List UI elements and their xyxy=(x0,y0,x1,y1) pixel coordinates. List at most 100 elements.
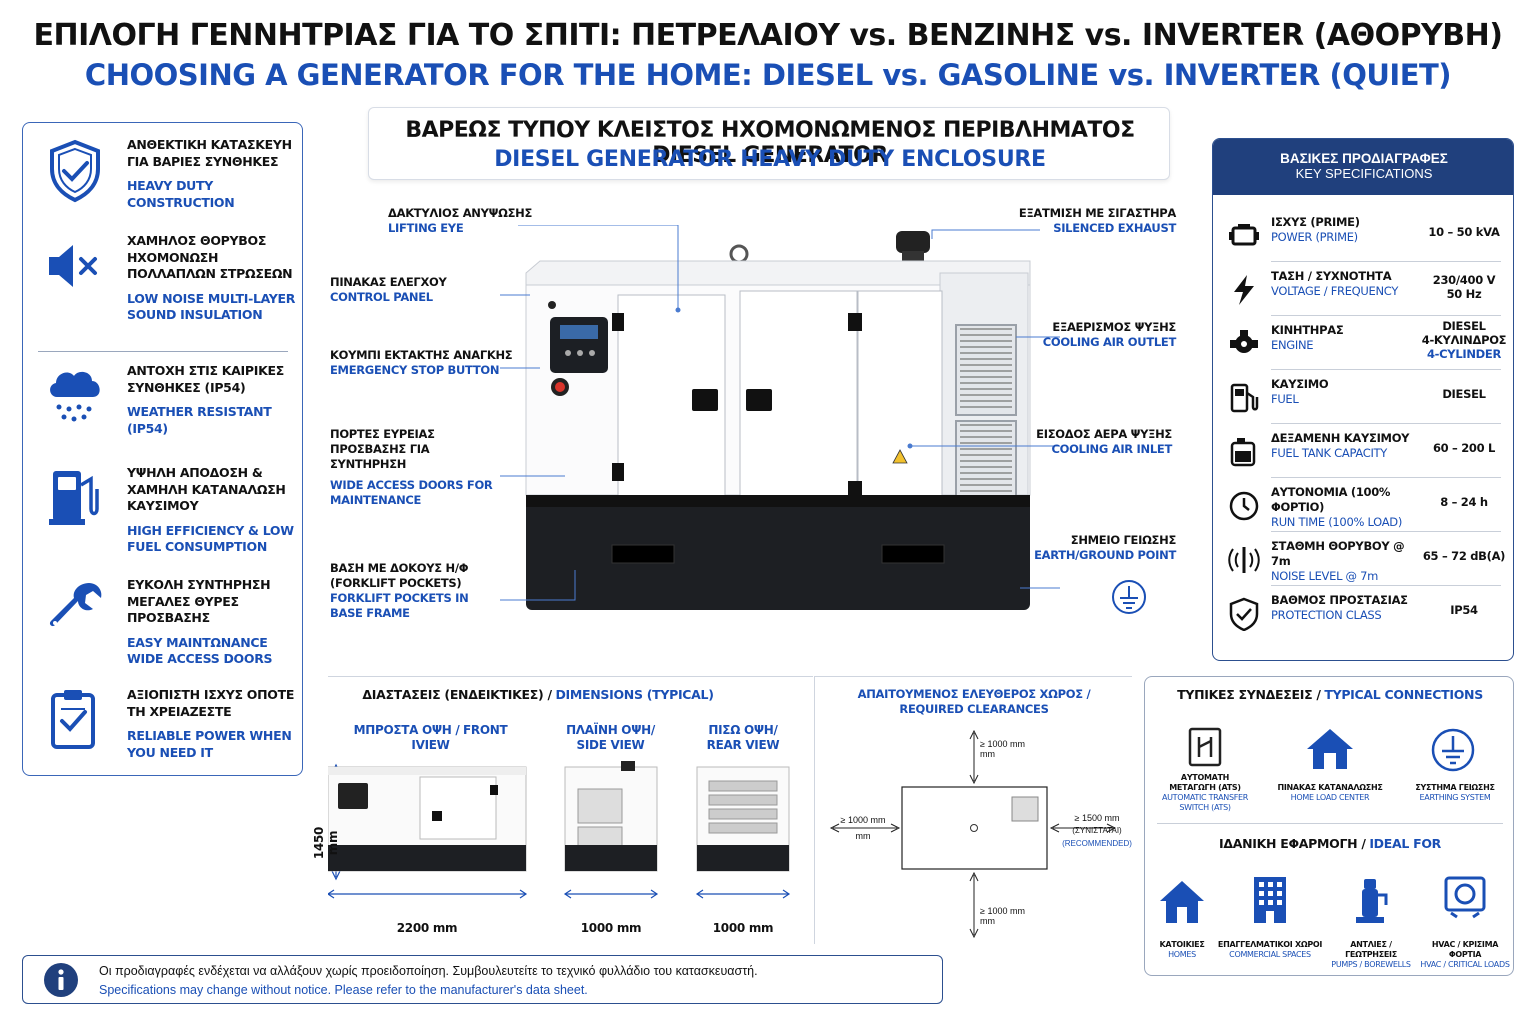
feature-label-gr: ΧΑΜΗΛΟΣ ΘΟΡΥΒΟΣ ΗΧΟΜΟΝΩΣΗ ΠΟΛΛΑΠΛΩΝ ΣΤΡΩ… xyxy=(127,233,293,281)
feature-label-en: HEAVY DUTY CONSTRUCTION xyxy=(127,178,235,210)
fuel-tank-icon xyxy=(1227,435,1261,469)
speaker-mute-icon xyxy=(45,235,105,299)
clearance-title-en: REQUIRED CLEARANCES xyxy=(899,702,1049,716)
feature-label-gr: ΕΥΚΟΛΗ ΣΥΝΤΗΡΗΣΗ ΜΕΓΑΛΕΣ ΘΥΡΕΣ ΠΡΟΣΒΑΣΗΣ xyxy=(127,577,271,625)
callout-en: SILENCED EXHAUST xyxy=(1053,221,1176,235)
callout-en: FORKLIFT POCKETS IN BASE FRAME xyxy=(330,591,469,620)
info-icon xyxy=(44,963,78,997)
front-width-label: 2200 mm xyxy=(396,921,458,935)
building-icon xyxy=(1254,877,1286,923)
generator-title-en: DIESEL GENERATOR HEAVY DUTY ENCLOSURE xyxy=(494,147,1046,172)
spec-label-gr: ΚΑΥΣΙΜΟ xyxy=(1271,377,1329,391)
clearance-left-sub: mm xyxy=(855,831,871,841)
rear-width-label: 1000 mm xyxy=(712,921,774,935)
dimensions-panel: ΔΙΑΣΤΑΣΕΙΣ (ΕΝΔΕΙΚΤΙΚΕΣ) / DIMENSIONS (T… xyxy=(312,676,813,944)
spec-value: 10 – 50 kVA xyxy=(1409,225,1513,239)
divider xyxy=(1271,315,1501,316)
divider xyxy=(1271,261,1501,262)
page-subtitle: CHOOSING A GENERATOR FOR THE HOME: DIESE… xyxy=(84,58,1452,92)
house-icon xyxy=(1160,881,1204,923)
front-view-label: ΜΠΡΟΣΤΑ ΟΨΗ / FRONT IVIEW xyxy=(328,723,533,753)
wrench-icon xyxy=(45,577,105,641)
earth-ground-icon xyxy=(1112,580,1146,614)
clearance-bottom-sub: mm xyxy=(980,916,995,926)
disclaimer-footer: Οι προδιαγραφές ενδέχεται να αλλάξουν χω… xyxy=(22,955,943,1004)
spec-value-line: IP54 xyxy=(1450,603,1478,617)
spec-value-line: 10 – 50 kVA xyxy=(1428,225,1500,239)
clearance-diagram xyxy=(829,729,1117,939)
callout-doors: ΠΟΡΤΕΣ ΕΥΡΕΙΑΣ ΠΡΟΣΒΑΣΗΣ ΓΙΑ ΣΥΝΤΗΡΗΣΗ W… xyxy=(330,427,500,508)
lightning-icon xyxy=(1227,273,1261,307)
ideal-label-en: HVAC / CRITICAL LOADS xyxy=(1420,960,1510,969)
spec-label-gr: ΙΣΧΥΣ (PRIME) xyxy=(1271,215,1360,229)
feature-label-gr: ΥΨΗΛΗ ΑΠΟΔΟΣΗ & ΧΑΜΗΛΗ ΚΑΤΑΝΑΛΩΣΗ ΚΑΥΣΙΜ… xyxy=(127,465,286,513)
clearance-panel: ΑΠΑΙΤΟΥΜΕΝΟΣ ΕΛΕΥΘΕΡΟΣ ΧΩΡΟΣ / REQUIRED … xyxy=(814,676,1132,944)
ideal-homes-label: ΚΑΤΟΙΚΙΕΣ HOMES xyxy=(1151,940,1213,960)
callout-gr: ΕΞΑΤΜΙΣΗ ΜΕ ΣΙΓΑΣΤΗΡΑ xyxy=(1018,206,1176,220)
clearance-right-value: ≥ 1500 mm xyxy=(1074,813,1120,823)
front-view-en: FRONT xyxy=(463,723,508,737)
shield-check-icon xyxy=(45,139,105,203)
connections-title: ΤΥΠΙΚΕΣ ΣΥΝΔΕΣΕΙΣ / TYPICAL CONNECTIONS xyxy=(1145,687,1515,702)
generator-illustration xyxy=(500,225,1060,610)
spec-label-en: ENGINE xyxy=(1271,338,1314,352)
side-view-en: SIDE VIEW xyxy=(576,738,645,752)
clock-icon xyxy=(1227,489,1261,523)
ideal-label-en: COMMERCIAL SPACES xyxy=(1229,950,1311,959)
spec-value: 65 – 72 dB(A) xyxy=(1409,549,1513,563)
clipboard-check-icon xyxy=(45,687,105,751)
spec-label-en: FUEL xyxy=(1271,392,1299,406)
callout-control-panel: ΠΙΝΑΚΑΣ ΕΛΕΓΧΟΥ CONTROL PANEL xyxy=(330,275,447,305)
divider xyxy=(1271,369,1501,370)
disclaimer-gr: Οι προδιαγραφές ενδέχεται να αλλάξουν χω… xyxy=(99,964,758,978)
spec-value-line: 8 – 24 h xyxy=(1440,495,1488,509)
ideal-label-gr: ΑΝΤΛΙΕΣ / ΓΕΩΤΡΗΣΕΙΣ xyxy=(1345,940,1397,959)
feature-label-en: EASY MAINTΩNANCE WIDE ACCESS DOORS xyxy=(127,634,273,667)
connection-label-gr: ΠΙΝΑΚΑΣ ΚΑΤΑΝΑΛΩΣΗΣ xyxy=(1277,783,1383,792)
spec-label: ΑΥΤΟΝΟΜΙΑ (100% ΦΟΡΤΙΟ)RUN TIME (100% LO… xyxy=(1271,485,1421,530)
callout-gr: ΔΑΚΤΥΛΙΟΣ ΑΝΥΨΩΣΗΣ xyxy=(388,206,533,220)
ideal-label-gr: ΚΑΤΟΙΚΙΕΣ xyxy=(1159,940,1205,949)
front-view-en2: IVIEW xyxy=(411,738,450,752)
feature-label-gr: ΑΞΙΟΠΙΣΤΗ ΙΣΧΥΣ ΟΠΟΤΕ ΤΗ ΧΡΕΙΑΖΕΣΤΕ xyxy=(127,687,295,719)
spec-row: ΑΥΤΟΝΟΜΙΑ (100% ΦΟΡΤΙΟ)RUN TIME (100% LO… xyxy=(1213,477,1513,531)
ideal-label-en: PUMPS / BOREWELLS xyxy=(1331,960,1411,969)
specs-title-gr: ΒΑΣΙΚΕΣ ΠΡΟΔΙΑΓΡΑΦΕΣ xyxy=(1280,151,1448,166)
side-width-label: 1000 mm xyxy=(580,921,642,935)
feature-label-gr: ΑΝΤΟΧΗ ΣΤΙΣ ΚΑΙΡΙΚΕΣ ΣΥΝΘΗΚΕΣ (IP54) xyxy=(127,363,284,395)
ats-switch-icon xyxy=(1188,727,1222,767)
generator-title-gr: ΒΑΡΕΩΣ ΤΥΠΟΥ ΚΛΕΙΣΤΟΣ ΗΧΟΜΟΝΩΜΕΝΟΣ ΠΕΡΙΒ… xyxy=(405,118,1135,168)
spec-label-en: RUN TIME (100% LOAD) xyxy=(1271,515,1403,529)
callout-lifting-eye: ΔΑΚΤΥΛΙΟΣ ΑΝΥΨΩΣΗΣ LIFTING EYE xyxy=(388,206,532,236)
callout-en: EARTH/GROUND POINT xyxy=(1034,548,1176,562)
dimensions-title-gr: ΔΙΑΣΤΑΣΕΙΣ (ΕΝΔΕΙΚΤΙΚΕΣ) / xyxy=(362,687,552,702)
ideal-title: ΙΔΑΝΙΚΗ ΕΦΑΡΜΟΓΗ / IDEAL FOR xyxy=(1145,836,1515,851)
connection-label-gr: ΣΥΣΤΗΜΑ ΓΕΙΩΣΗΣ xyxy=(1415,783,1495,792)
spec-label-gr: ΑΥΤΟΝΟΜΙΑ (100% ΦΟΡΤΙΟ) xyxy=(1271,485,1391,514)
divider xyxy=(1271,531,1501,532)
connection-home-label: ΠΙΝΑΚΑΣ ΚΑΤΑΝΑΛΩΣΗΣ HOME LOAD CENTER xyxy=(1273,783,1387,803)
spec-value-line: 50 Hz xyxy=(1446,287,1482,301)
callout-gr: ΕΙΣΟΔΟΣ ΑΕΡΑ ΨΥΞΗΣ xyxy=(1036,427,1172,441)
spec-value: 60 – 200 L xyxy=(1409,441,1513,455)
callout-exhaust: ΕΞΑΤΜΙΣΗ ΜΕ ΣΙΓΑΣΤΗΡΑ SILENCED EXHAUST xyxy=(996,206,1176,236)
callout-air-outlet: ΕΞΑΕΡΙΣΜΟΣ ΨΥΞΗΣ COOLING AIR OUTLET xyxy=(996,320,1177,350)
callout-gr: ΒΑΣΗ ΜΕ ΔΟΚΟΥΣ Η/Φ (FORKLIFT POCKETS) xyxy=(330,561,469,590)
spec-label-gr: ΚΙΝΗΤΗΡΑΣ xyxy=(1271,323,1344,337)
spec-label-en: NOISE LEVEL @ 7m xyxy=(1271,569,1379,583)
engine-block-icon xyxy=(1227,219,1261,253)
emergency-stop-button xyxy=(555,382,565,392)
rear-view-label: ΠΙΣΩ ΟΨΗ/ REAR VIEW xyxy=(693,723,793,753)
connection-label-en: AUTOMATIC TRANSFER SWITCH (ATS) xyxy=(1161,793,1249,812)
spec-value-line: 60 – 200 L xyxy=(1432,441,1496,455)
engine-icon xyxy=(1227,327,1261,361)
callout-air-inlet: ΕΙΣΟΔΟΣ ΑΕΡΑ ΨΥΞΗΣ COOLING AIR INLET xyxy=(996,427,1172,457)
